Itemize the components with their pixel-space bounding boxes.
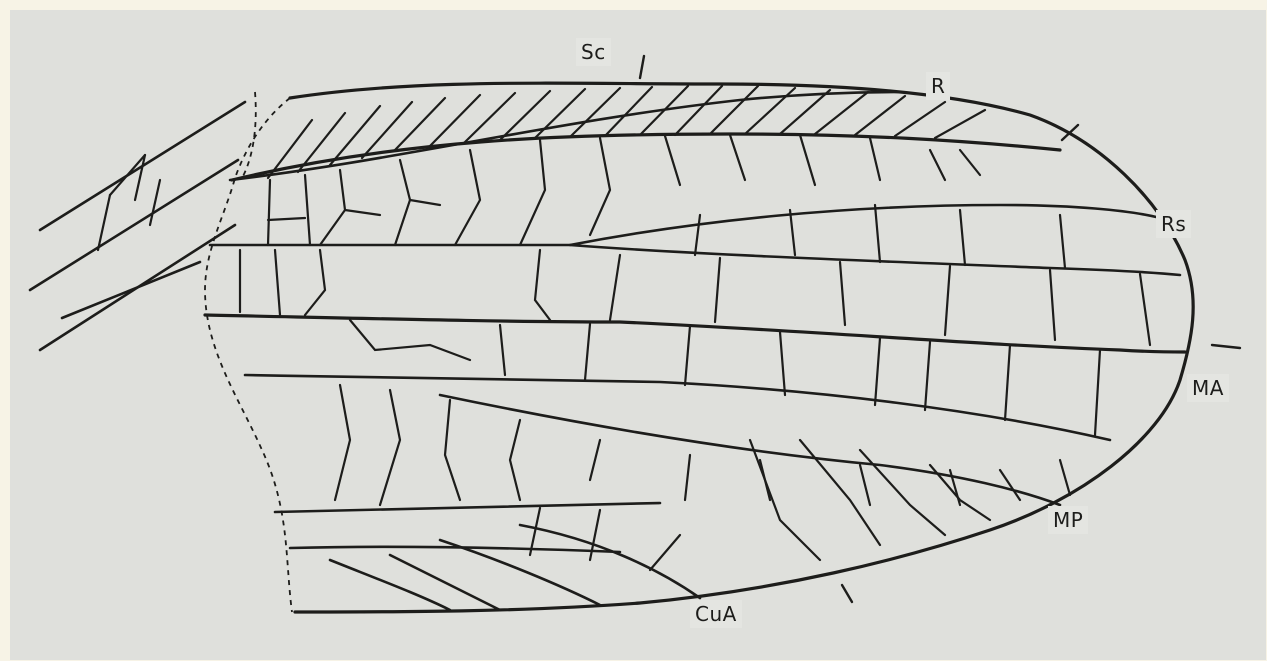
cell-crossveins [240,135,1150,570]
vein-mp [245,375,1110,440]
ma-tick [1212,345,1240,348]
vein-cup [290,547,620,552]
label-r: R [926,72,950,100]
vein-ma [205,315,1185,352]
label-ma: MA [1187,374,1229,402]
costal-crossveins [268,86,985,178]
sc-tick [640,56,644,78]
vein-rs-branch [570,245,1180,275]
label-cua: CuA [690,600,742,628]
label-rs: Rs [1156,210,1191,238]
cua-tick [842,585,852,602]
vein-cua [275,503,660,512]
label-sc: Sc [576,38,611,66]
label-mp: MP [1048,506,1088,534]
hindwing-fragment [30,92,256,350]
wing-main-veins [205,83,1193,612]
vein-r [232,134,1060,180]
